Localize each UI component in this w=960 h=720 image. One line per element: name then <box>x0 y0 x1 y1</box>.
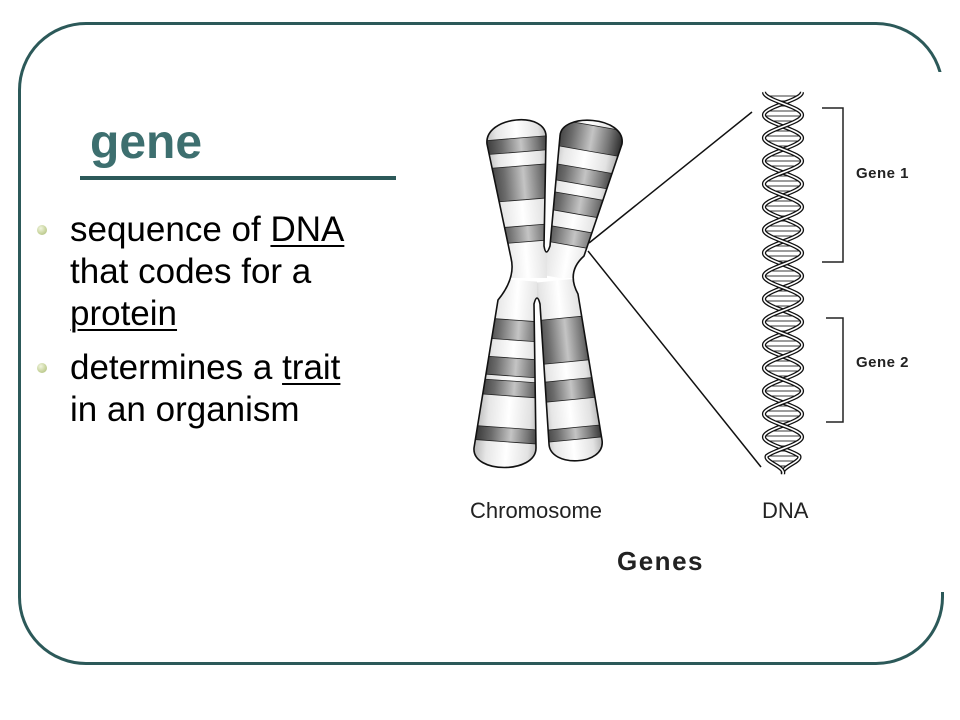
text-segment: sequence of <box>70 210 271 249</box>
text-segment-dna: DNA <box>270 210 345 249</box>
dna-strand <box>763 91 803 475</box>
gene-1-label: Gene 1 <box>856 165 909 182</box>
dna-helix <box>761 90 805 476</box>
bullet-line: protein <box>70 293 344 335</box>
slide-title: gene <box>90 116 203 169</box>
connector-line-bottom <box>587 250 762 468</box>
text-segment-protein: protein <box>70 294 178 333</box>
bullet-line: determines a trait <box>70 347 340 389</box>
bullet-dot-icon <box>37 225 47 235</box>
bullet-line: sequence of DNA <box>70 209 344 251</box>
bullet-dot-icon <box>37 363 47 373</box>
bullet-text: sequence of DNA that codes for a protein <box>70 209 344 335</box>
bullet-line: in an organism <box>70 389 340 431</box>
chromosome-label: Chromosome <box>470 498 602 523</box>
text-segment: in an organism <box>70 390 300 429</box>
bullet-line: that codes for a <box>70 251 344 293</box>
title-underline <box>80 176 396 180</box>
text-segment-trait: trait <box>282 348 341 387</box>
connector-line-top <box>588 111 753 244</box>
text-segment: determines a <box>70 348 283 387</box>
gene-2-label: Gene 2 <box>856 354 909 371</box>
bullet-text: determines a trait in an organism <box>70 347 340 431</box>
bullet-item: sequence of DNA that codes for a protein <box>0 209 420 339</box>
dna-strand <box>763 91 803 475</box>
gene-2-bracket <box>826 317 844 423</box>
chromosome-outline <box>473 118 623 469</box>
bullet-item: determines a trait in an organism <box>0 347 420 477</box>
arm-lower-left <box>473 278 537 468</box>
chromosome-band <box>473 424 537 445</box>
dna-label: DNA <box>762 498 809 523</box>
gene-1-bracket <box>822 107 844 263</box>
text-segment: that codes for a <box>70 252 312 291</box>
diagram-caption: Genes <box>617 546 704 576</box>
